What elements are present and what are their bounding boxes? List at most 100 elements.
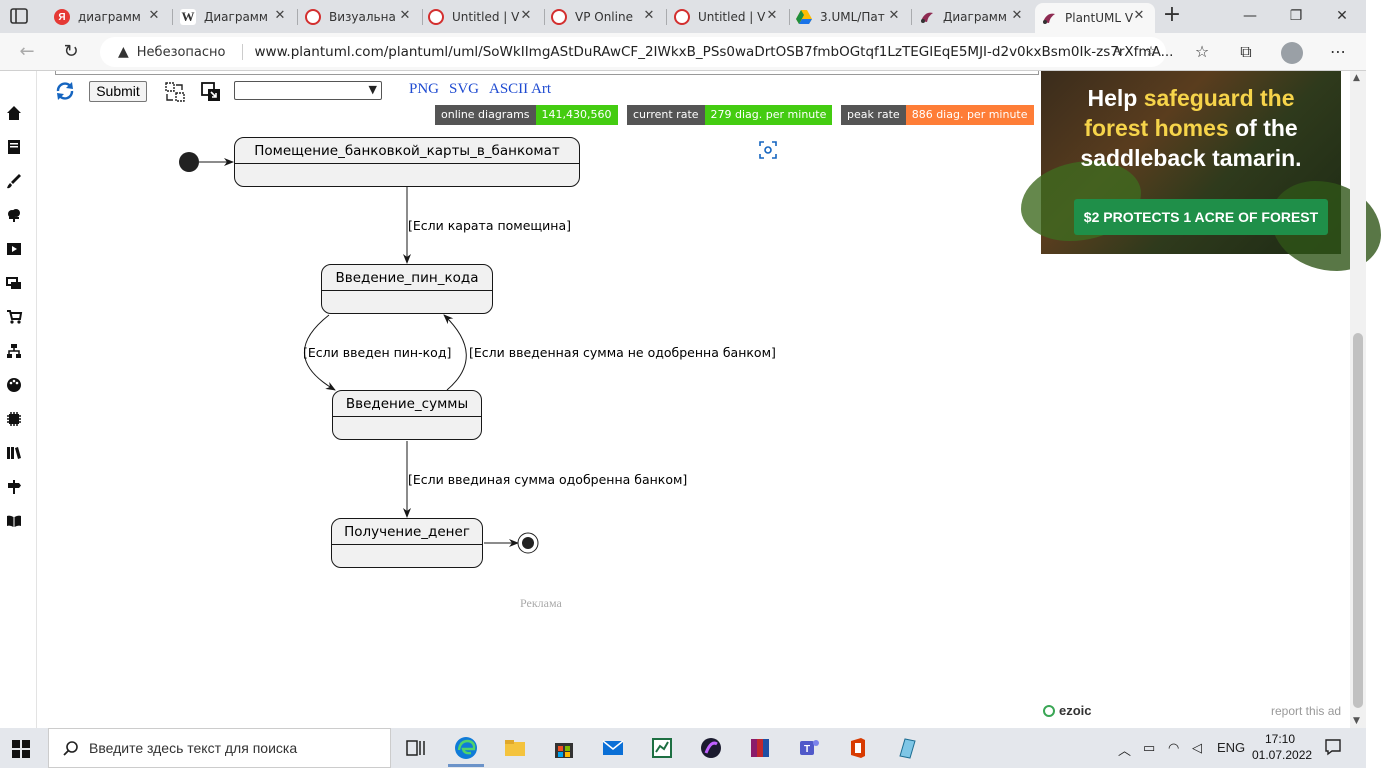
close-icon[interactable]: ✕ bbox=[1133, 8, 1145, 23]
clock-date: 01.07.2022 bbox=[1252, 748, 1313, 762]
reload-button[interactable]: ↻ bbox=[63, 41, 79, 62]
png-link[interactable]: PNG bbox=[409, 81, 440, 97]
security-label[interactable]: Небезопасно bbox=[136, 44, 226, 60]
transition-3-arrow bbox=[443, 314, 467, 391]
language-indicator[interactable]: ENG bbox=[1217, 740, 1246, 755]
copy-icon[interactable] bbox=[200, 81, 222, 103]
scrollbar-thumb[interactable] bbox=[1353, 333, 1363, 708]
decode-icon[interactable] bbox=[164, 81, 186, 103]
ad-cta-button[interactable]: $2 PROTECTS 1 ACRE OF FOREST bbox=[1074, 199, 1328, 235]
excel-chart-icon[interactable] bbox=[650, 736, 674, 760]
transition-label: [Если введиная сумма одобренна банком] bbox=[408, 472, 688, 487]
advertisement[interactable]: Help safeguard the forest homes of the s… bbox=[1021, 71, 1381, 271]
file-explorer-icon[interactable] bbox=[503, 736, 527, 760]
teams-icon[interactable]: T bbox=[797, 736, 821, 760]
tab-title: Untitled | V bbox=[452, 10, 520, 24]
winrar-icon[interactable] bbox=[748, 736, 772, 760]
close-icon[interactable]: ✕ bbox=[274, 8, 286, 23]
url-field[interactable]: ▲ Небезопасно www.plantuml.com/plantuml/… bbox=[100, 37, 1174, 67]
cloud-icon[interactable] bbox=[6, 207, 22, 223]
plantuml-sidebar bbox=[0, 71, 37, 728]
browser-tab-active[interactable]: PlantUML V ✕ bbox=[1035, 3, 1155, 33]
warning-icon[interactable]: ▲ bbox=[118, 44, 129, 60]
play-icon[interactable] bbox=[6, 241, 22, 257]
edge-icon[interactable] bbox=[454, 736, 478, 760]
tab-actions-icon[interactable] bbox=[8, 6, 30, 26]
close-icon[interactable]: ✕ bbox=[1011, 8, 1023, 23]
close-icon[interactable]: ✕ bbox=[148, 8, 160, 23]
ascii-art-link[interactable]: ASCII Art bbox=[489, 81, 552, 97]
close-window-button[interactable]: ✕ bbox=[1336, 8, 1348, 24]
home-icon[interactable] bbox=[6, 105, 22, 121]
refresh-icon[interactable] bbox=[54, 80, 76, 102]
windows-start-icon[interactable] bbox=[10, 738, 32, 760]
close-icon[interactable]: ✕ bbox=[520, 8, 532, 23]
close-icon[interactable]: ✕ bbox=[888, 8, 900, 23]
back-button[interactable]: ← bbox=[19, 41, 35, 62]
browser-tab[interactable]: W Диаграмм ✕ bbox=[174, 3, 296, 31]
new-tab-button[interactable]: + bbox=[1162, 2, 1182, 27]
close-icon[interactable]: ✕ bbox=[399, 8, 411, 23]
search-icon bbox=[63, 741, 78, 756]
system-clock[interactable]: 17:10 01.07.2022 bbox=[1252, 731, 1313, 763]
shopping-cart-icon[interactable] bbox=[6, 309, 23, 325]
avatar[interactable] bbox=[1281, 42, 1303, 64]
transition-label: [Если введен пин-код] bbox=[303, 345, 452, 360]
browser-tab[interactable]: VP Online ✕ bbox=[545, 3, 665, 31]
notepad-icon[interactable] bbox=[895, 736, 919, 760]
task-view-icon[interactable] bbox=[404, 736, 428, 760]
taskbar-search-input[interactable]: Введите здесь текст для поиска bbox=[48, 728, 391, 768]
network-icon[interactable]: ◠ bbox=[1168, 740, 1180, 755]
ezoic-logo[interactable]: ezoic bbox=[1043, 703, 1092, 718]
state-name: Введение_пин_кода bbox=[322, 265, 492, 291]
brush-icon[interactable] bbox=[6, 173, 22, 189]
minimize-button[interactable]: — bbox=[1243, 8, 1257, 24]
sitemap-icon[interactable] bbox=[6, 343, 22, 359]
signpost-icon[interactable] bbox=[6, 479, 22, 495]
source-textarea[interactable] bbox=[55, 71, 1039, 75]
scroll-down-icon[interactable]: ▼ bbox=[1353, 716, 1360, 726]
browser-tab[interactable]: Я диаграмм ✕ bbox=[48, 3, 170, 31]
page-scrollbar[interactable]: ▲ ▼ bbox=[1350, 71, 1366, 728]
report-ad-link[interactable]: report this ad bbox=[1271, 704, 1342, 718]
read-aloud-icon[interactable]: A bbox=[1111, 44, 1123, 59]
browser-tab[interactable]: Untitled | V ✕ bbox=[422, 3, 542, 31]
add-favorite-icon[interactable]: ☆ bbox=[1144, 44, 1158, 60]
chip-icon[interactable] bbox=[6, 411, 22, 427]
format-select[interactable]: ▼ bbox=[234, 81, 382, 100]
svg-link[interactable]: SVG bbox=[449, 81, 480, 97]
main-content: Submit ▼ PNG SVG ASCII Art online diagra… bbox=[37, 71, 1381, 728]
book-icon[interactable] bbox=[6, 513, 22, 529]
volume-icon[interactable]: ◁ bbox=[1192, 740, 1202, 755]
plantuml-icon bbox=[1043, 13, 1055, 24]
more-options-icon[interactable]: ⋯ bbox=[1330, 42, 1346, 61]
store-icon[interactable] bbox=[552, 736, 576, 760]
scroll-up-icon[interactable]: ▲ bbox=[1353, 73, 1360, 83]
restore-button[interactable]: ❐ bbox=[1289, 8, 1303, 24]
close-icon[interactable]: ✕ bbox=[766, 8, 778, 23]
palette-icon[interactable] bbox=[6, 377, 22, 393]
library-icon[interactable] bbox=[6, 445, 22, 461]
mail-icon[interactable] bbox=[601, 736, 625, 760]
browser-tab[interactable]: 3.UML/Пат ✕ bbox=[790, 3, 910, 31]
ad-label: Реклама bbox=[520, 596, 562, 610]
battery-icon[interactable]: ▭ bbox=[1143, 740, 1156, 755]
collections-icon[interactable]: ⧉ bbox=[1240, 42, 1252, 61]
submit-button[interactable]: Submit bbox=[89, 81, 147, 102]
url-text[interactable]: www.plantuml.com/plantuml/uml/SoWkIImgAS… bbox=[254, 44, 1174, 60]
document-icon[interactable] bbox=[6, 139, 22, 155]
browser-tab[interactable]: Визуальна ✕ bbox=[299, 3, 421, 31]
browser-tab[interactable]: Диаграмм ✕ bbox=[913, 3, 1033, 31]
notifications-icon[interactable] bbox=[1324, 738, 1342, 756]
tab-title: 3.UML/Пат bbox=[820, 10, 885, 24]
expand-icon[interactable] bbox=[759, 141, 777, 159]
browser-tab[interactable]: Untitled | V ✕ bbox=[668, 3, 788, 31]
close-icon[interactable]: ✕ bbox=[643, 8, 655, 23]
favorites-icon[interactable]: ☆ bbox=[1194, 42, 1210, 61]
state-name: Введение_суммы bbox=[333, 391, 481, 417]
paint-app-icon[interactable] bbox=[699, 736, 723, 760]
tab-title: PlantUML V bbox=[1065, 11, 1134, 25]
chat-icon[interactable] bbox=[6, 275, 22, 291]
show-hidden-icons[interactable]: ︿ bbox=[1118, 743, 1132, 758]
office-icon[interactable] bbox=[846, 736, 870, 760]
